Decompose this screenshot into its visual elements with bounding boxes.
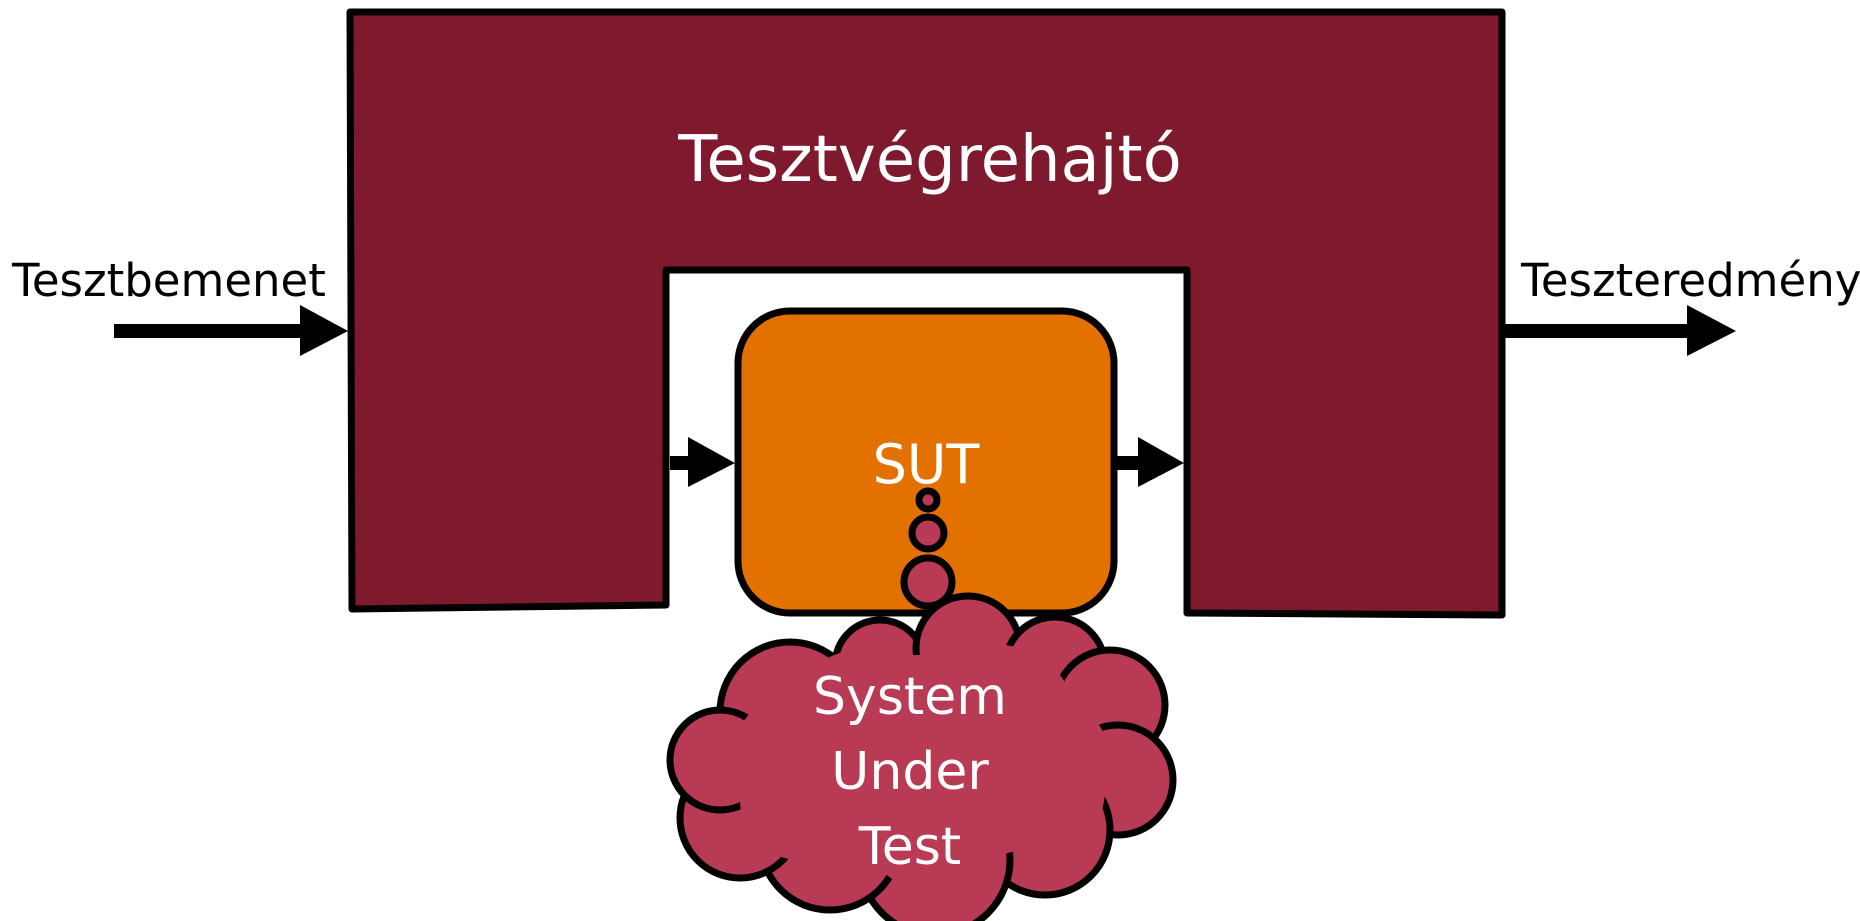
sut-label: SUT — [872, 433, 980, 496]
cloud-text: System Under Test — [760, 660, 1060, 885]
test-executor-shape — [346, 8, 1506, 619]
cloud-label-line-2: Under — [831, 742, 989, 802]
test-input-label: Tesztbemenet — [12, 254, 326, 307]
cloud-label-line-3: Test — [858, 817, 962, 877]
system-under-test-cloud — [666, 592, 1177, 921]
test-executor-label: Tesztvégrehajtó — [678, 123, 1182, 197]
interface-bubbles — [900, 487, 956, 610]
cloud-label-line-1: System — [813, 667, 1007, 727]
executor-to-sut-arrow — [670, 437, 735, 487]
sut-to-executor-arrow — [1117, 437, 1184, 487]
test-result-label: Teszteredmény — [1521, 254, 1860, 307]
input-arrow — [114, 305, 348, 356]
output-arrow — [1502, 305, 1736, 356]
